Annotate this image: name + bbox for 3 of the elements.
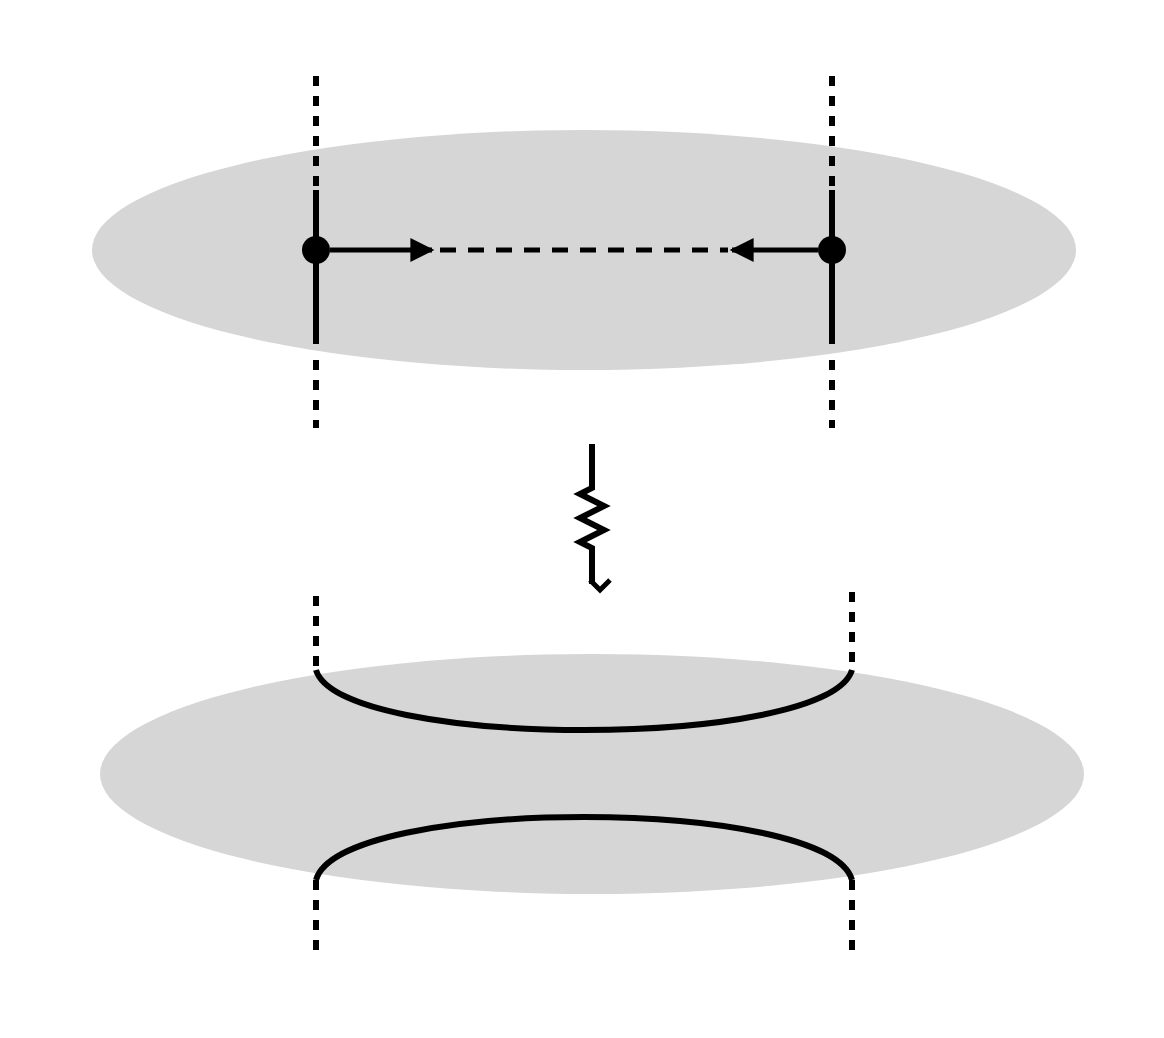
membrane-ellipse [100,654,1084,894]
wavy-arrow [573,444,613,593]
membrane-ellipse [92,130,1076,370]
